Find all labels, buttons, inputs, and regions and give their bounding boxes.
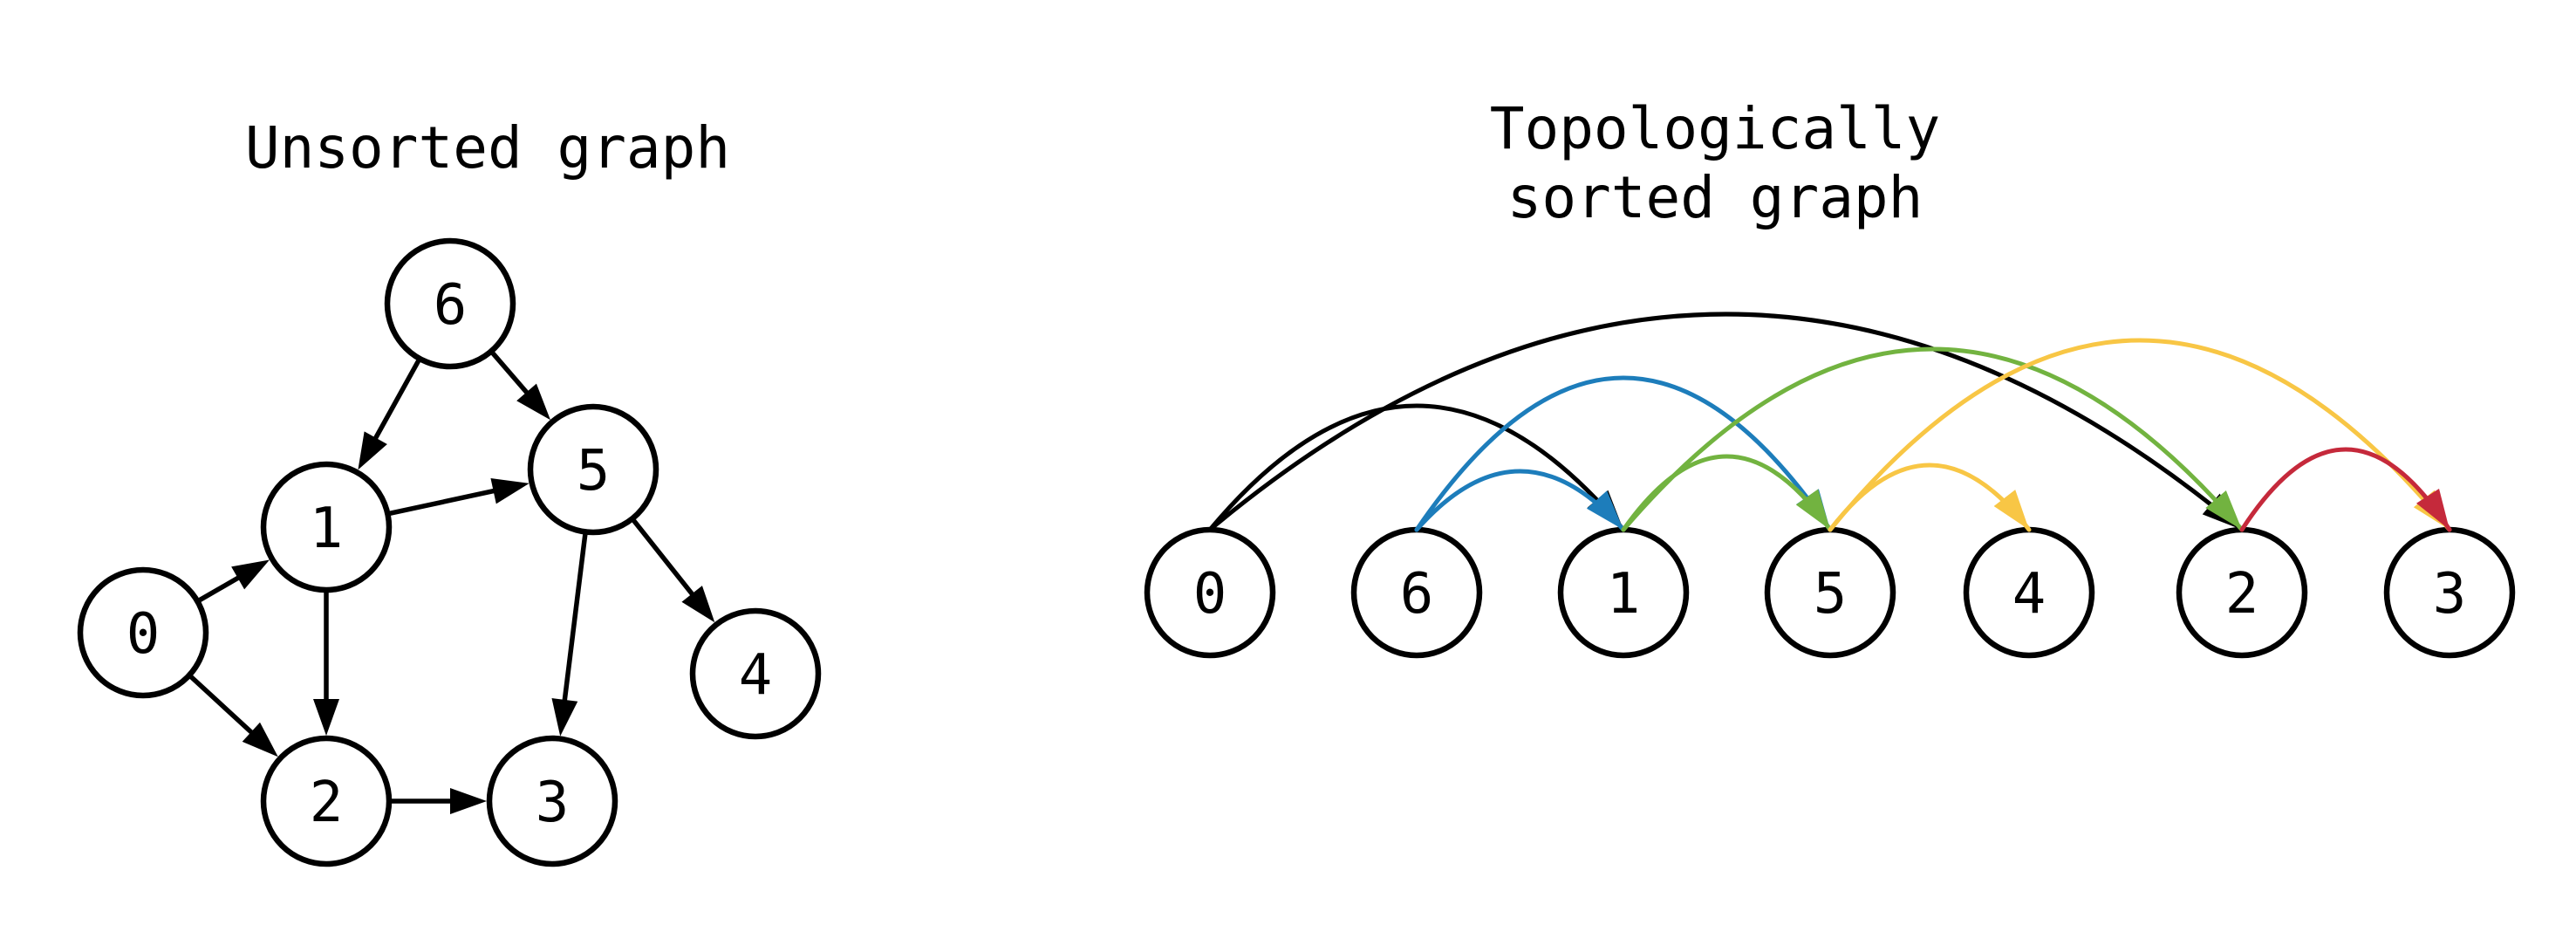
- arc-curve: [1828, 338, 2452, 532]
- graph-node-label-sorted-1: 1: [1607, 562, 1641, 627]
- graph-node-label-unsorted-0: 0: [126, 602, 161, 667]
- edge-shaft: [490, 351, 533, 400]
- graph-node-unsorted-3: [486, 735, 618, 867]
- arc-0-1: [1207, 403, 1626, 532]
- edge-0-1: [198, 559, 270, 602]
- edge-shaft: [189, 675, 258, 739]
- graph-node-unsorted-1: [260, 461, 393, 593]
- arc-curve: [1621, 346, 2245, 532]
- arc-arrowhead: [2416, 488, 2450, 530]
- graph-node-label-unsorted-6: 6: [434, 273, 468, 338]
- arc-1-2: [1621, 346, 2245, 532]
- graph-node-unsorted-0: [77, 566, 209, 699]
- edge-arrowhead: [231, 559, 270, 590]
- arc-arrowhead: [1586, 490, 1623, 530]
- graph-node-label-sorted-2: 2: [2225, 562, 2259, 627]
- arc-curve: [1207, 403, 1626, 532]
- arc-curve: [1207, 312, 2245, 532]
- arc-5-3: [1828, 338, 2452, 532]
- graph-node-unsorted-6: [384, 237, 516, 370]
- sorted-graph-arcs: [1207, 312, 2452, 532]
- edge-arrowhead: [358, 431, 387, 470]
- edge-5-4: [632, 519, 715, 623]
- graph-node-label-sorted-5: 5: [1814, 562, 1848, 627]
- graph-node-unsorted-5: [527, 403, 659, 536]
- edge-5-3: [551, 534, 588, 737]
- edge-arrowhead: [516, 383, 550, 421]
- right-graph-title-line2: sorted graph: [1507, 164, 1923, 231]
- arc-arrowhead: [1993, 490, 2029, 530]
- graph-node-unsorted-2: [260, 735, 393, 867]
- edge-2-3: [392, 788, 487, 814]
- graph-node-label-sorted-6: 6: [1400, 562, 1434, 627]
- edge-shaft: [632, 519, 699, 601]
- edge-arrowhead: [551, 698, 578, 737]
- graph-node-label-unsorted-4: 4: [739, 643, 773, 708]
- arc-6-1: [1414, 469, 1626, 532]
- edge-6-1: [358, 360, 421, 470]
- left-graph-title: Unsorted graph: [245, 114, 730, 182]
- edge-shaft: [198, 572, 245, 602]
- edge-arrowhead: [450, 788, 487, 814]
- edge-shaft: [370, 360, 421, 446]
- arc-2-3: [2239, 447, 2452, 532]
- graph-node-label-unsorted-2: 2: [310, 771, 344, 835]
- graph-node-label-unsorted-1: 1: [310, 497, 344, 561]
- edge-1-5: [389, 478, 530, 516]
- edge-arrowhead: [490, 478, 530, 504]
- edge-shaft: [389, 487, 502, 516]
- unsorted-graph-nodes: 0 1 2 3 4 5 6: [77, 237, 822, 867]
- edge-arrowhead: [242, 722, 278, 757]
- edge-arrowhead: [681, 586, 715, 623]
- arc-arrowhead: [2205, 490, 2242, 530]
- graph-node-label-unsorted-3: 3: [536, 771, 570, 835]
- edge-6-5: [490, 351, 550, 421]
- edge-arrowhead: [313, 699, 339, 736]
- edge-shaft: [561, 534, 588, 708]
- graph-node-label-unsorted-5: 5: [577, 439, 611, 504]
- edge-0-2: [189, 675, 278, 757]
- arc-curve: [1414, 375, 1833, 532]
- graph-node-label-sorted-0: 0: [1193, 562, 1227, 627]
- arc-curve: [2239, 447, 2452, 532]
- arc-arrowhead: [1795, 489, 1830, 530]
- unsorted-graph-edges: [189, 351, 715, 814]
- graph-node-unsorted-4: [689, 607, 822, 740]
- right-graph-title-line1: Topologically: [1490, 95, 1941, 162]
- graph-node-label-sorted-4: 4: [2012, 562, 2046, 627]
- graph-node-label-sorted-3: 3: [2433, 562, 2467, 627]
- arc-curve: [1414, 469, 1626, 532]
- sorted-graph-nodes: 0 6 1 5 4 2 3: [1144, 526, 2516, 659]
- edge-1-2: [313, 593, 339, 736]
